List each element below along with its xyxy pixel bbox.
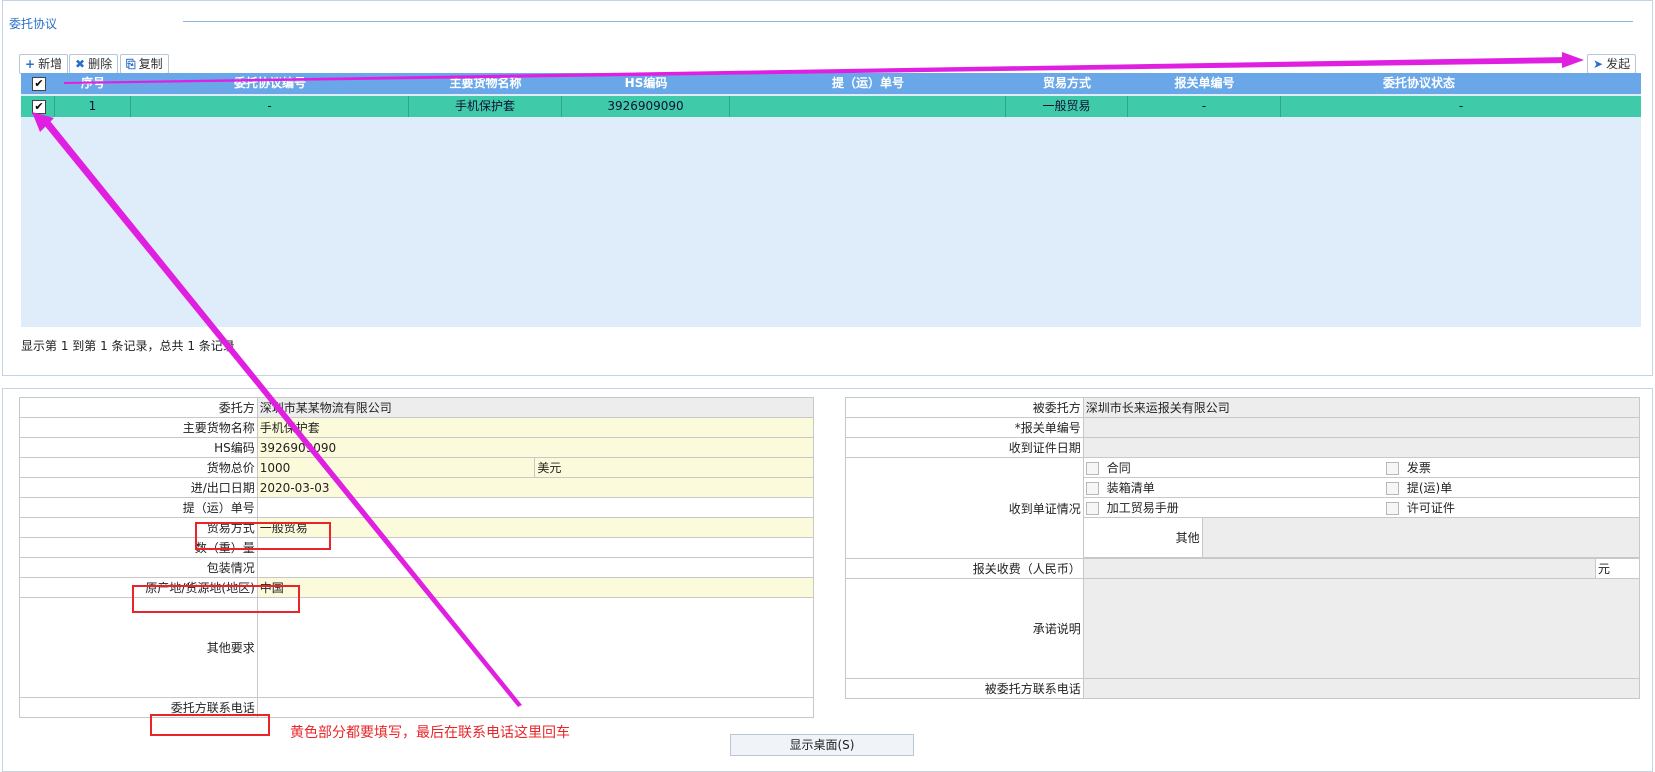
goods-label: 主要货物名称 — [19, 417, 258, 438]
doc-checkbox[interactable] — [1385, 502, 1399, 515]
goods-field[interactable]: 手机保护套 — [256, 417, 815, 438]
col-header[interactable]: 报关单编号 — [1174, 76, 1235, 90]
other-field[interactable] — [256, 597, 815, 698]
doc-option-label: 装箱清单 — [1106, 481, 1155, 495]
agreement-grid: ✔ 序号 委托协议编号 主要货物名称 HS编码 提（运）单号 贸易方式 报关单编… — [21, 73, 1641, 327]
col-header[interactable]: 主要货物名称 — [449, 76, 522, 90]
agent-label: 被委托方 — [845, 397, 1084, 418]
doc-date-field[interactable] — [1082, 437, 1641, 458]
cell: - — [131, 96, 409, 117]
agreement-list-panel: 委托协议 +新增 ✖删除 ⎘复制 ➤发起 ✔ 序号 委托协议编号 主要货物名称 … — [2, 0, 1653, 376]
doc-checkbox[interactable] — [1085, 462, 1099, 475]
col-header[interactable]: 序号 — [80, 76, 105, 90]
bill-field[interactable] — [256, 497, 815, 518]
col-header[interactable]: 委托协议状态 — [1382, 76, 1455, 90]
phone-field[interactable] — [256, 697, 815, 718]
fee-unit: 元 — [1595, 558, 1640, 579]
fee-label: 报关收费（人民币） — [845, 558, 1084, 579]
doc-checkbox[interactable] — [1085, 502, 1099, 515]
cell: 3926909090 — [562, 96, 730, 117]
add-button[interactable]: +新增 — [19, 54, 69, 74]
delete-button[interactable]: ✖删除 — [69, 54, 119, 74]
col-header[interactable]: HS编码 — [624, 76, 668, 90]
agent-phone-field[interactable] — [1082, 678, 1641, 699]
date-field[interactable]: 2020-03-03 — [256, 477, 815, 498]
doc-option-label: 合同 — [1106, 461, 1131, 475]
annotation-note: 黄色部分都要填写，最后在联系电话这里回车 — [290, 725, 570, 741]
total-field[interactable]: 1000 — [256, 457, 536, 478]
total-label: 货物总价 — [19, 457, 258, 478]
pack-label: 包装情况 — [19, 557, 258, 578]
hs-label: HS编码 — [19, 437, 258, 458]
hs-field[interactable]: 3926909090 — [256, 437, 815, 458]
doc-option-label: 发票 — [1406, 461, 1431, 475]
doc-option[interactable]: 加工贸易手册 — [1082, 497, 1384, 518]
origin-field[interactable]: 中国 — [256, 577, 815, 598]
panel-title: 委托协议 — [9, 17, 58, 31]
docs-other-field[interactable] — [1201, 517, 1641, 558]
grid-header: ✔ 序号 委托协议编号 主要货物名称 HS编码 提（运）单号 贸易方式 报关单编… — [21, 73, 1641, 94]
client-label: 委托方 — [19, 397, 258, 418]
doc-option[interactable]: 装箱清单 — [1082, 477, 1384, 498]
cell: - — [1128, 96, 1281, 117]
pack-field[interactable] — [256, 557, 815, 578]
col-header[interactable]: 委托协议编号 — [233, 76, 306, 90]
show-desktop-button[interactable]: 显示桌面(S) — [730, 734, 914, 756]
doc-option-label: 加工贸易手册 — [1106, 501, 1179, 515]
copy-button-label: 复制 — [138, 57, 163, 71]
qty-field[interactable] — [256, 537, 815, 558]
currency-select[interactable]: 美元 — [534, 457, 814, 478]
send-icon: ➤ — [1593, 57, 1604, 71]
promise-label: 承诺说明 — [845, 578, 1084, 679]
table-row[interactable]: ✔ 1 - 手机保护套 3926909090 一般贸易 - - — [21, 96, 1641, 117]
doc-option-label: 提(运)单 — [1406, 481, 1453, 495]
docs-label: 收到单证情况 — [845, 457, 1084, 559]
doc-checkbox[interactable] — [1085, 482, 1099, 495]
decl-label: *报关单编号 — [845, 417, 1084, 438]
add-button-label: 新增 — [38, 57, 63, 71]
doc-checkbox[interactable] — [1385, 482, 1399, 495]
doc-checkbox[interactable] — [1385, 462, 1399, 475]
fee-field[interactable] — [1082, 558, 1597, 579]
doc-option-label: 许可证件 — [1406, 501, 1455, 515]
date-label: 进/出口日期 — [19, 477, 258, 498]
doc-date-label: 收到证件日期 — [845, 437, 1084, 458]
docs-other-label: 其他 — [1082, 517, 1203, 558]
select-all-checkbox[interactable]: ✔ — [32, 77, 46, 91]
pager-summary: 显示第 1 到第 1 条记录，总共 1 条记录 — [21, 339, 235, 353]
agent-phone-label: 被委托方联系电话 — [845, 678, 1084, 699]
col-header[interactable]: 提（运）单号 — [831, 76, 904, 90]
row-checkbox[interactable]: ✔ — [32, 100, 46, 114]
cell — [730, 96, 1006, 117]
cell: - — [1458, 99, 1464, 113]
promise-field[interactable] — [1082, 578, 1641, 679]
row-check-cell[interactable]: ✔ — [21, 96, 55, 117]
client-form: 委托方 深圳市某某物流有限公司 主要货物名称 手机保护套 HS编码 392690… — [19, 397, 815, 718]
send-button-label: 发起 — [1606, 57, 1631, 71]
cell: 1 — [55, 96, 131, 117]
cell: 手机保护套 — [409, 96, 562, 117]
highlight-origin — [132, 585, 300, 613]
doc-option[interactable]: 许可证件 — [1383, 497, 1640, 518]
decl-field[interactable] — [1082, 417, 1641, 438]
send-button[interactable]: ➤发起 — [1587, 54, 1637, 74]
highlight-contact-phone — [150, 714, 270, 736]
agent-form: 被委托方 深圳市长来运报关有限公司 *报关单编号 收到证件日期 收到单证情况 合… — [845, 397, 1641, 699]
copy-icon: ⎘ — [126, 57, 136, 71]
doc-option[interactable]: 合同 — [1082, 457, 1384, 478]
doc-option[interactable]: 发票 — [1383, 457, 1640, 478]
cell: 一般贸易 — [1006, 96, 1128, 117]
col-header[interactable]: 贸易方式 — [1042, 76, 1091, 90]
highlight-trade-mode — [195, 522, 331, 550]
doc-option[interactable]: 提(运)单 — [1383, 477, 1640, 498]
title-divider — [183, 21, 1633, 22]
client-field[interactable]: 深圳市某某物流有限公司 — [256, 397, 815, 418]
trade-field[interactable]: 一般贸易 — [256, 517, 815, 538]
delete-button-label: 删除 — [88, 57, 113, 71]
copy-button[interactable]: ⎘复制 — [120, 54, 169, 74]
close-icon: ✖ — [75, 57, 86, 71]
bill-label: 提（运）单号 — [19, 497, 258, 518]
agent-field[interactable]: 深圳市长来运报关有限公司 — [1082, 397, 1641, 418]
plus-icon: + — [25, 57, 36, 71]
